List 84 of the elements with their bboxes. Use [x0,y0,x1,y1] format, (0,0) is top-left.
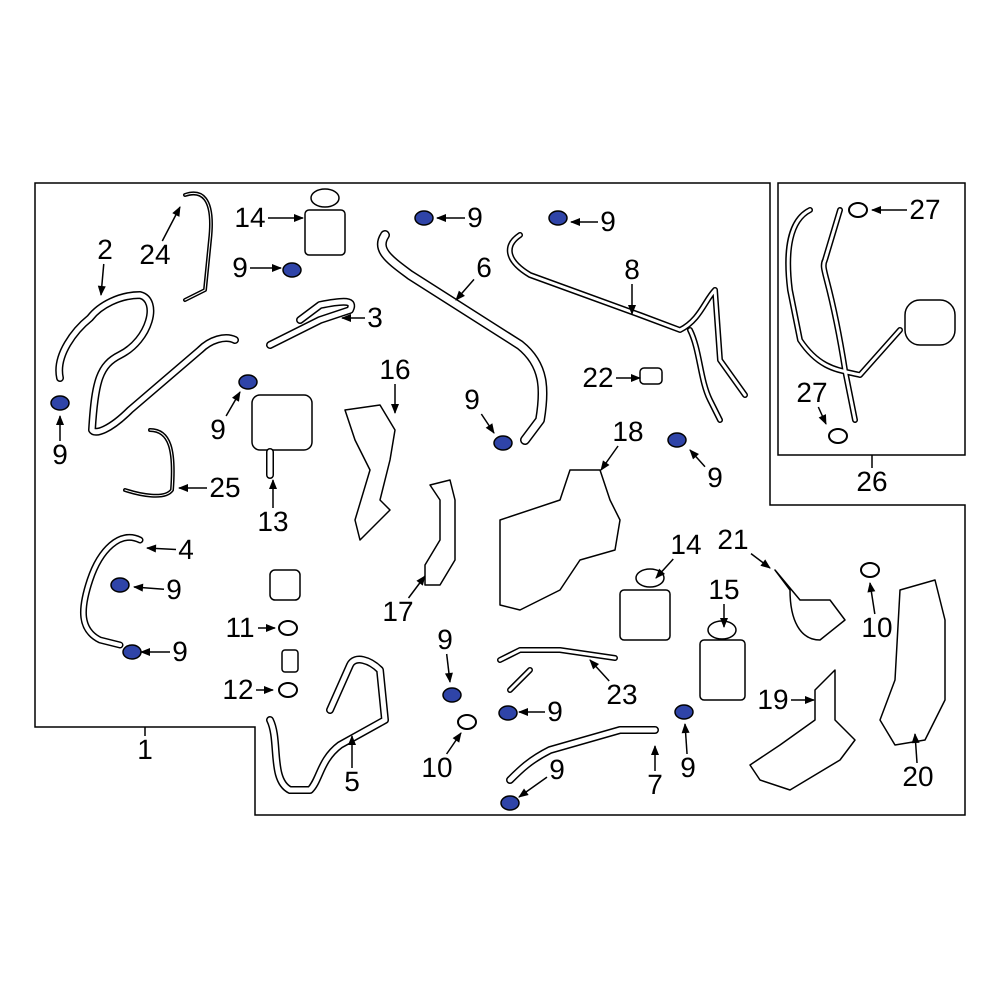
leader-line [269,479,277,508]
leader-line [341,314,365,322]
leader-line [720,604,728,628]
callout-number: 9 [50,441,70,469]
leader-line [146,544,176,552]
leader-line [98,264,106,296]
callout-number: 25 [207,474,243,502]
callout-number: 9 [230,254,250,282]
callout-number: 11 [222,614,258,642]
leader-line [912,733,920,764]
leader-line [348,735,356,768]
callout-number: 9 [170,638,190,666]
callout-number: 9 [547,756,567,784]
leader-line [616,374,641,382]
callout-number: 18 [610,418,646,446]
callout-number: 7 [645,771,665,799]
leader-line [518,776,548,798]
callout-number: 9 [705,464,725,492]
callout-number: 9 [545,698,565,726]
callout-number: 14 [232,204,268,232]
callout-number: 9 [164,576,184,604]
leader-line [258,624,276,632]
leader-line [600,446,619,471]
callout-number: 27 [907,196,943,224]
callout-number: 8 [622,256,642,284]
leader-line [140,648,170,656]
leader-line [518,708,545,716]
callout-number: 9 [435,626,455,654]
callout-number: 9 [598,208,618,236]
callout-number: 21 [715,526,751,554]
leader-line [144,727,146,736]
leader-line [225,391,241,416]
leader-line [446,732,462,754]
callout-number: 1 [135,736,155,764]
callout-number: 9 [678,754,698,782]
leader-line [178,484,207,492]
callout-number: 12 [220,676,256,704]
callout-number: 16 [377,356,413,384]
leader-line [589,659,610,682]
leader-line [750,553,771,569]
leader-line [867,582,876,614]
leader-line [250,264,282,272]
callout-number: 22 [580,364,616,392]
callout-number: 10 [419,754,455,782]
callout-number: 9 [208,416,228,444]
leader-line [871,206,907,214]
callout-number: 9 [462,386,482,414]
callout-number: 20 [900,763,936,791]
leader-line [162,206,181,242]
callout-number: 2 [95,236,115,264]
leader-line [268,214,304,222]
leader-line [133,584,164,592]
callout-number: 23 [604,681,640,709]
leader-line [436,214,465,222]
callout-number: 15 [706,576,742,604]
callout-number: 10 [859,614,895,642]
callout-number: 13 [255,508,291,536]
leader-line [256,686,274,694]
leader-line [791,696,815,704]
leader-line [682,723,690,754]
callout-number: 26 [854,468,890,496]
leader-line [455,278,475,301]
callout-number: 9 [465,204,485,232]
leader-line [444,654,453,683]
callout-number: 6 [474,254,494,282]
leader-line [480,414,495,434]
callout-number: 27 [794,379,830,407]
callout-number: 19 [755,686,791,714]
callout-number: 4 [176,536,196,564]
callout-number: 3 [365,304,385,332]
callout-number: 5 [342,768,362,796]
leader-line [56,415,64,441]
leader-line [391,384,399,414]
leader-line [871,455,873,468]
leader-line [570,218,598,226]
callout-number: 24 [137,241,173,269]
leader-line [628,284,636,315]
leader-line [651,745,659,771]
leader-line [689,449,706,468]
leader-line [408,575,426,598]
callout-number: 14 [668,531,704,559]
callout-number: 17 [380,598,416,626]
leader-line [818,406,827,425]
leader-line [655,558,674,579]
